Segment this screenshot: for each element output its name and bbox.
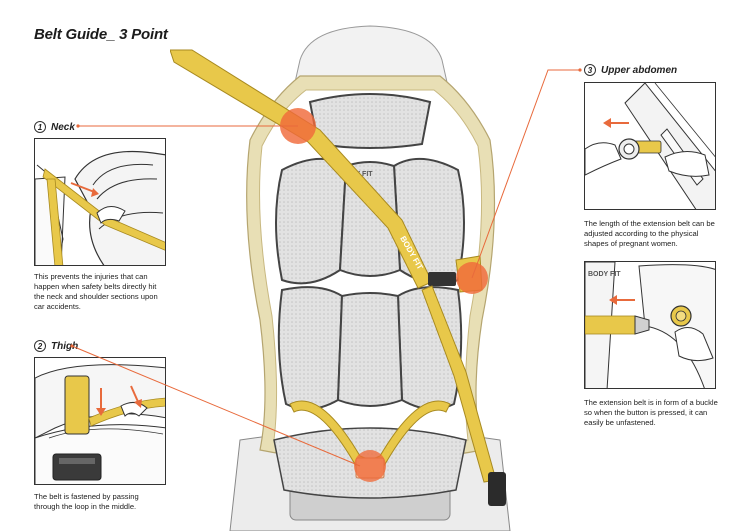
- extension-belt-buckle-illustration: BODY FIT: [585, 262, 715, 388]
- upper-abdomen-label-text: Upper abdomen: [601, 64, 678, 76]
- extension-buckle: [428, 272, 456, 286]
- thigh-detail-panel: [34, 357, 166, 485]
- extension-belt-adjust-description: The length of the extension belt can be …: [584, 219, 715, 248]
- extension-belt-buckle-panel: BODY FIT: [584, 261, 716, 389]
- upper-abdomen-number-badge: 3: [584, 64, 596, 76]
- neck-label-text: Neck: [51, 121, 75, 133]
- page-title: Belt Guide_ 3 Point: [34, 26, 168, 43]
- thigh-label-text: Thigh: [51, 340, 79, 352]
- extension-belt-adjust-illustration: [585, 83, 715, 209]
- neck-number-badge: 1: [34, 121, 46, 133]
- buckle-panel-logo: BODY FIT: [588, 271, 621, 278]
- extension-belt-buckle-description: The extension belt is in form of a buckl…: [584, 398, 718, 427]
- headrest-mesh: [308, 93, 432, 149]
- neck-detail-illustration: [35, 150, 165, 265]
- upper-abdomen-label: 3 Upper abdomen: [584, 64, 677, 76]
- thigh-highlight-marker: [354, 450, 386, 482]
- neck-label: 1 Neck: [34, 121, 75, 133]
- lap-belt: [289, 400, 451, 467]
- extension-belt-adjust-panel: [584, 82, 716, 210]
- back-mesh-left: [275, 157, 348, 285]
- thigh-number-badge: 2: [34, 340, 46, 352]
- thigh-label: 2 Thigh: [34, 340, 78, 352]
- thigh-leader-line: [71, 345, 361, 467]
- belt-latch: [488, 472, 506, 506]
- thigh-description: The belt is fastened by passing through …: [34, 492, 139, 511]
- upper-abdomen-leader-line: [471, 69, 580, 279]
- shoulder-belt: [170, 49, 433, 289]
- neck-description: This prevents the injuries that can happ…: [34, 272, 158, 311]
- car-seat-illustration: BODY FIT BODY FIT: [170, 25, 511, 531]
- thigh-detail-illustration: [35, 364, 165, 484]
- neck-detail-panel: [34, 138, 166, 266]
